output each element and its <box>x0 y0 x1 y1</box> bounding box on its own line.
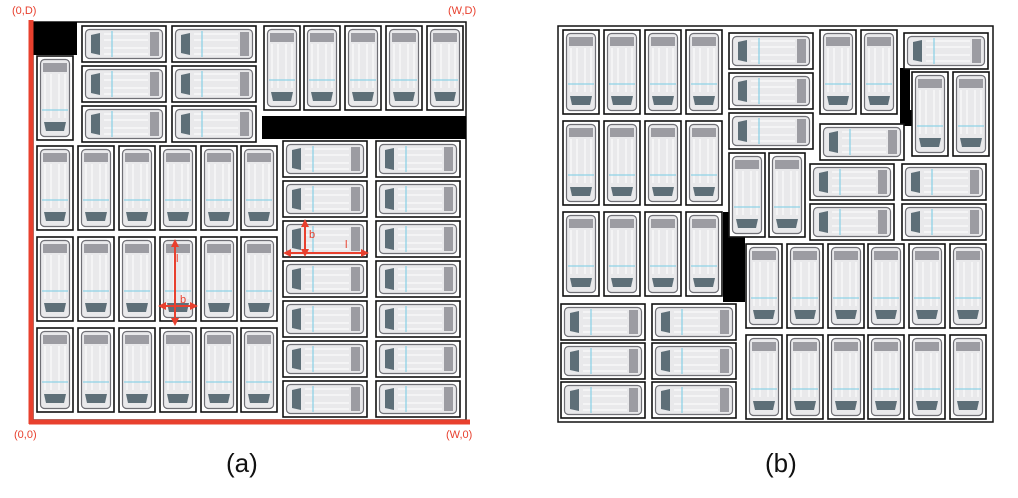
van-vertical <box>263 25 301 111</box>
vertical-van-grid <box>36 145 278 413</box>
dim-label-length-h: l <box>345 239 347 251</box>
empty-gap <box>900 110 912 126</box>
van-vertical <box>728 152 766 238</box>
van-horizontal <box>171 105 257 143</box>
van-horizontal <box>171 65 257 103</box>
van-vertical <box>36 55 74 141</box>
empty-gap <box>900 68 910 118</box>
van-vertical <box>911 71 949 157</box>
panel-a: l b b l (0,D) (W,D) (0,0) (W,0) (a) <box>12 5 476 478</box>
van-horizontal <box>809 203 895 241</box>
van-vertical <box>860 29 898 115</box>
van-horizontal <box>81 105 167 143</box>
van-vertical <box>819 29 857 115</box>
van-horizontal <box>728 32 814 70</box>
panel-b: (b) <box>557 25 994 478</box>
van-horizontal <box>901 163 987 201</box>
van-horizontal <box>809 163 895 201</box>
empty-gap <box>262 116 466 139</box>
van-horizontal <box>819 123 905 161</box>
corner-label-top-right: (W,D) <box>448 5 476 17</box>
van-vertical <box>426 25 464 111</box>
caption-b: (b) <box>765 448 797 478</box>
caption-a: (a) <box>226 448 258 478</box>
corner-label-bottom-left: (0,0) <box>14 429 37 441</box>
dimension-arrows-horizontal <box>283 219 369 257</box>
dim-label-width: b <box>180 294 186 306</box>
van-horizontal <box>81 25 167 63</box>
van-horizontal <box>903 32 989 70</box>
dim-label-length: l <box>176 253 178 265</box>
dimension-arrows-vertical <box>158 239 198 326</box>
van-vertical <box>385 25 423 111</box>
corner-label-bottom-right: (W,0) <box>446 429 472 441</box>
van-vertical <box>952 71 990 157</box>
van-horizontal <box>171 25 257 63</box>
van-vertical <box>344 25 382 111</box>
corner-label-top-left: (0,D) <box>12 5 36 17</box>
vertical-van-grid-b-lower <box>745 243 987 420</box>
horizontal-van-grid-b <box>560 303 737 419</box>
horizontal-van-grid <box>282 140 461 418</box>
empty-gap <box>33 22 77 55</box>
vertical-van-grid-b <box>562 29 723 297</box>
van-vertical <box>303 25 341 111</box>
van-horizontal <box>728 72 814 110</box>
container-b-frame <box>557 25 994 423</box>
van-vertical <box>768 152 806 238</box>
van-horizontal <box>901 203 987 241</box>
van-horizontal <box>728 112 814 150</box>
dim-label-width-h: b <box>309 229 315 241</box>
van-horizontal <box>81 65 167 103</box>
